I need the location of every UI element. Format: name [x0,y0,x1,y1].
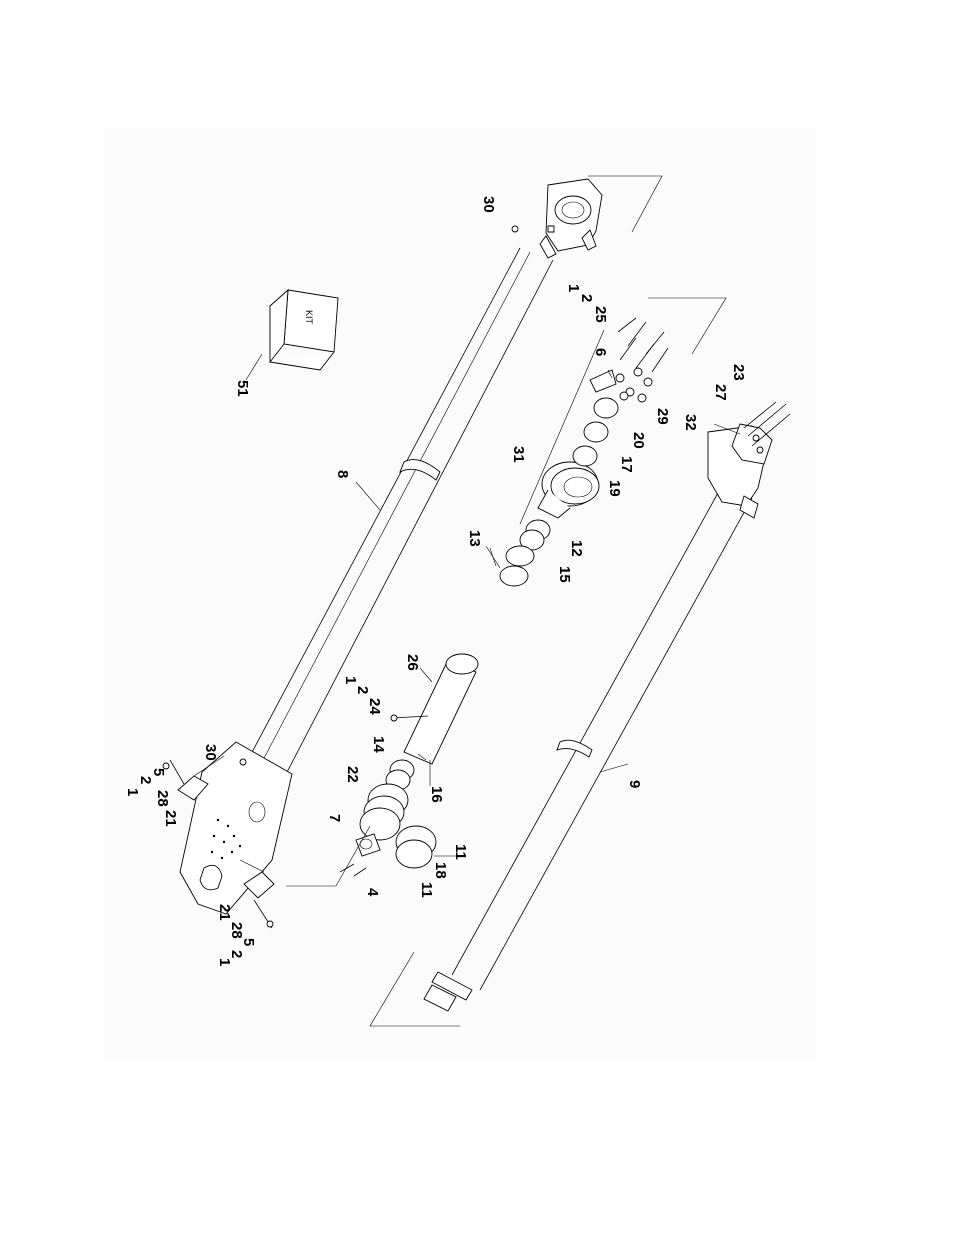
callout-16: 16 [428,786,445,803]
kit-box: KIT [269,288,339,371]
callout-21: 21 [162,810,179,827]
callout-23: 23 [730,364,747,381]
callout-2b: 2 [354,686,371,694]
callout-6: 6 [592,348,609,356]
callout-24: 24 [366,698,383,715]
callout-51: 51 [234,380,251,397]
callout-18: 18 [432,862,449,879]
callout-2c: 2 [137,776,154,784]
callout-19: 19 [606,480,623,497]
callout-17: 17 [618,456,635,473]
callout-5b: 5 [240,938,257,946]
callout-30: 30 [480,196,497,213]
callout-2d: 2 [228,950,245,958]
callout-21b: 21 [216,904,233,921]
callout-9: 9 [626,780,643,788]
callout-1c: 1 [124,788,141,796]
callout-4: 4 [364,888,381,897]
kit-label: KIT [304,310,314,325]
callout-1d: 1 [216,958,233,966]
callout-labels: 30 1 2 25 51 6 29 20 17 19 31 27 23 32 8… [124,196,747,966]
callout-5: 5 [150,768,167,776]
valve-block [731,401,791,465]
diagram-background [104,128,817,1060]
callout-29: 29 [654,408,671,425]
callout-31: 31 [510,446,527,463]
callout-15: 15 [556,566,573,583]
gland-parts [286,317,669,887]
callout-22: 22 [344,766,361,783]
rod-end-bushings [162,755,275,929]
callout-13: 13 [466,530,483,547]
callout-11b: 11 [452,844,469,860]
callout-26: 26 [404,654,421,671]
callout-11: 11 [418,882,435,898]
callout-1: 1 [565,284,582,292]
callout-8: 8 [334,470,351,478]
callout-7: 7 [326,814,343,822]
leader-lines [245,353,741,857]
callout-27: 27 [712,384,729,401]
outer-tube-assembly [179,175,663,915]
callout-25: 25 [592,306,609,323]
callout-14: 14 [370,736,387,753]
callout-28b: 28 [228,922,245,939]
callout-28: 28 [154,790,171,807]
callout-20: 20 [630,432,647,449]
callout-30b: 30 [202,744,219,761]
callout-1b: 1 [342,676,359,684]
callout-2: 2 [578,294,595,302]
callout-12: 12 [568,540,585,557]
callout-32: 32 [682,414,699,431]
